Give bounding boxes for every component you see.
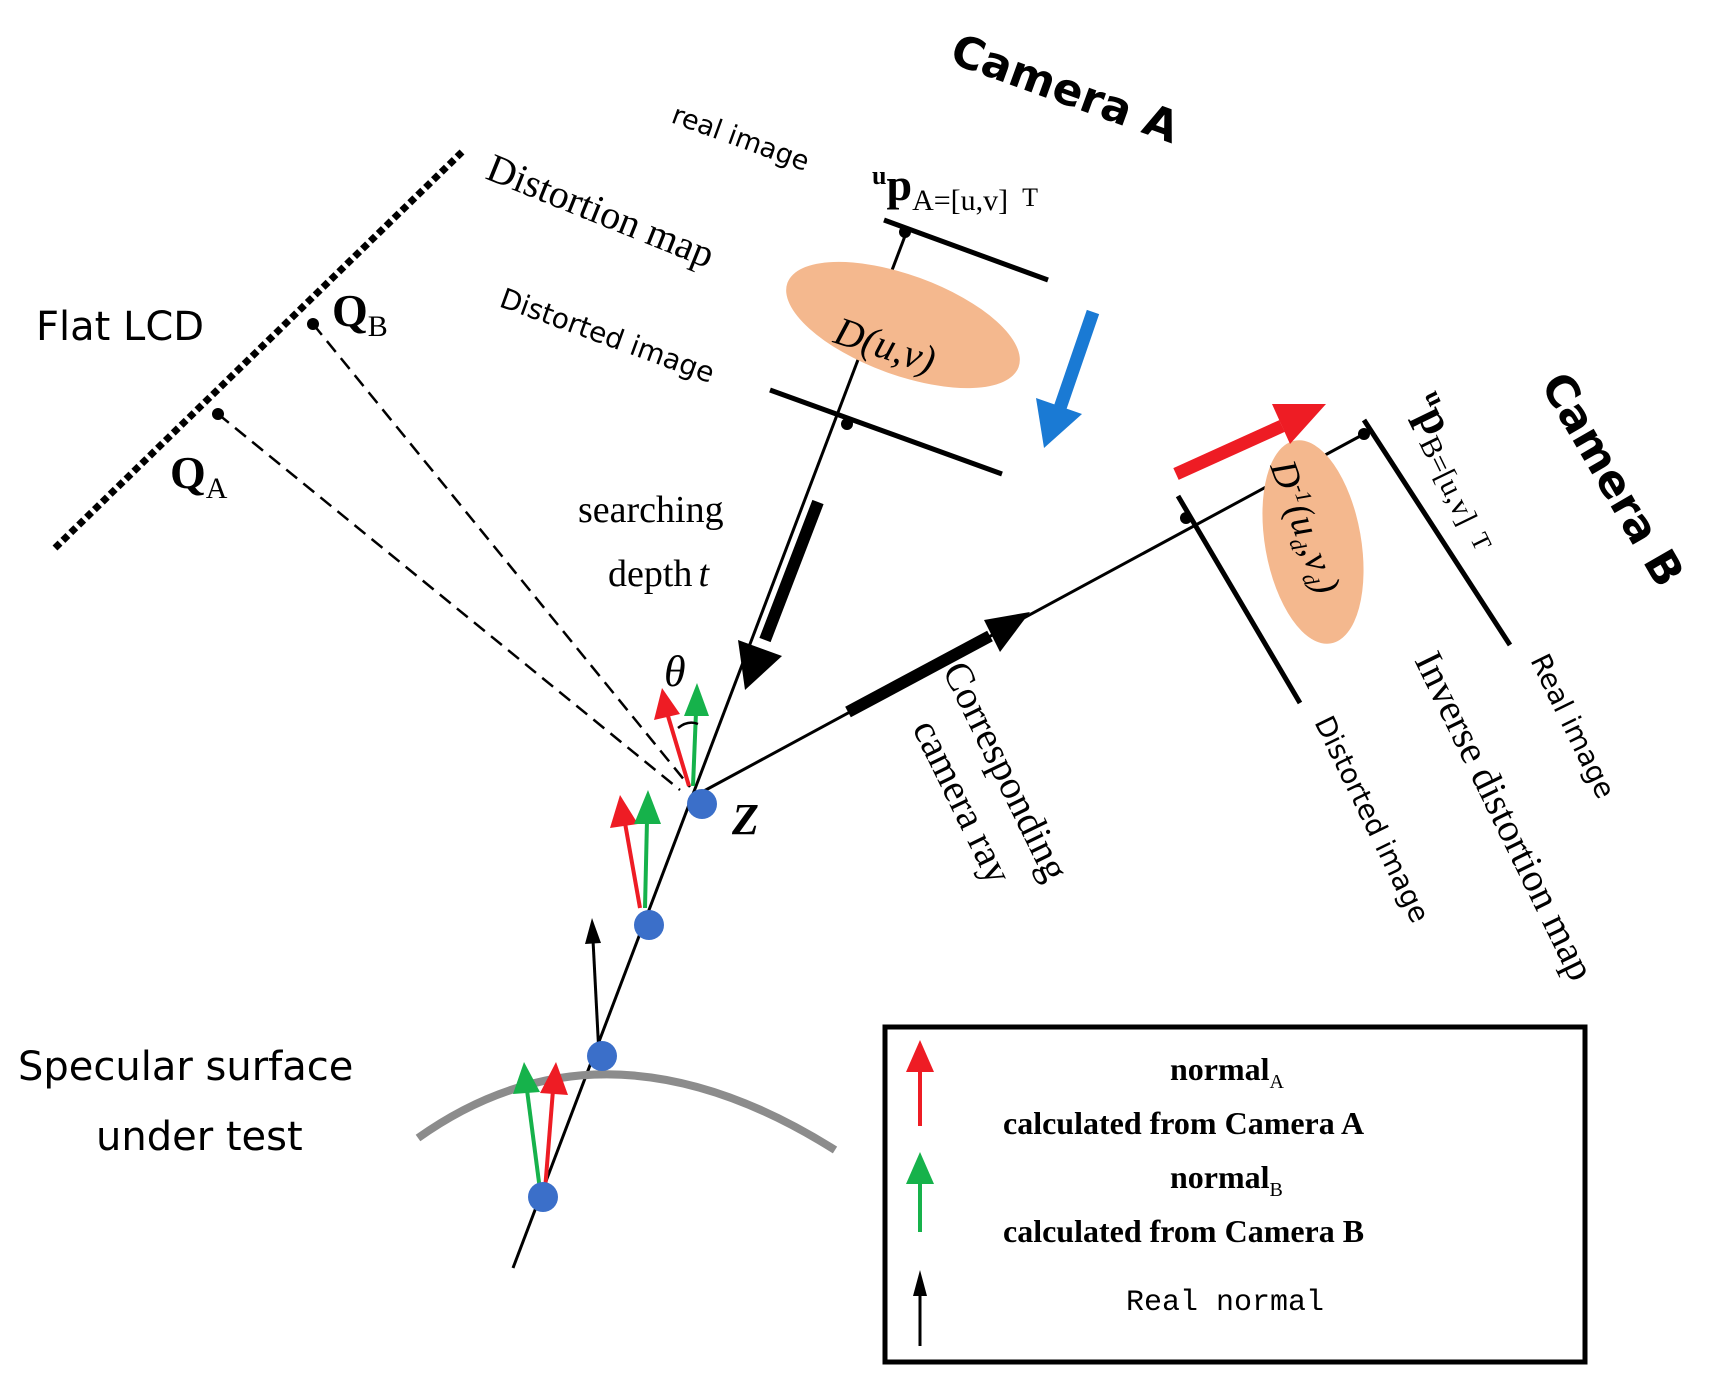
point-surface bbox=[587, 1041, 617, 1071]
theta-arc bbox=[677, 721, 699, 729]
specular-label-1: Specular surface bbox=[18, 1044, 353, 1090]
searching-label-1: searching bbox=[578, 489, 724, 531]
red-direction-arrowhead bbox=[1272, 404, 1326, 444]
camera-b-real-point bbox=[1358, 428, 1370, 440]
point-2 bbox=[634, 910, 664, 940]
normal-b-arrowhead-bottom bbox=[513, 1062, 540, 1094]
searching-depth-arrowhead bbox=[738, 640, 782, 690]
legend-real-normal-label: Real normal bbox=[1126, 1286, 1324, 1320]
legend-normal-b-label: normalB bbox=[1170, 1159, 1283, 1201]
corresponding-ray-arrowhead bbox=[984, 612, 1030, 652]
real-normal-arrowhead bbox=[585, 918, 601, 944]
normal-b-arrowhead-2 bbox=[634, 790, 661, 824]
camera-a-label: Camera A bbox=[944, 24, 1186, 153]
corresponding-ray-thick bbox=[845, 630, 993, 718]
point-z bbox=[687, 789, 717, 819]
normal-a-arrow-bottom bbox=[543, 1089, 555, 1191]
normal-b-arrowhead-top bbox=[684, 683, 709, 716]
legend-box bbox=[882, 1024, 1588, 1365]
legend-normal-a-arrowhead bbox=[906, 1040, 934, 1072]
z-label: Z bbox=[731, 795, 759, 844]
normal-a-arrow-top bbox=[666, 715, 691, 787]
specular-surface-arc bbox=[415, 1070, 838, 1154]
red-direction-arrow bbox=[1173, 420, 1285, 480]
camera-a-distorted-image-plane bbox=[769, 387, 1003, 477]
searching-depth-arrow bbox=[759, 499, 824, 643]
pa-label: upA=[u,v]T bbox=[872, 159, 1038, 217]
flat-lcd-line bbox=[52, 149, 465, 551]
pb-label: upB=[u,v]T bbox=[1395, 384, 1519, 557]
normal-a-arrow-2 bbox=[623, 822, 642, 909]
theta-label: θ bbox=[664, 647, 686, 696]
camera-a-real-image-plane bbox=[883, 217, 1049, 283]
legend-normal-a-label: normalA bbox=[1170, 1051, 1285, 1093]
normal-b-arrow-bottom bbox=[525, 1089, 542, 1191]
camera-a-distorted-point bbox=[841, 418, 853, 430]
distortion-map-lens bbox=[786, 261, 1020, 389]
qa-label: QA bbox=[170, 447, 228, 505]
distortion-map-label: Distortion map bbox=[481, 145, 721, 277]
real-image-b-label: Real image bbox=[1524, 649, 1622, 804]
point-qa bbox=[212, 408, 224, 420]
legend-calc-b-label: calculated from Camera B bbox=[1003, 1213, 1364, 1249]
legend-real-normal-arrowhead bbox=[913, 1270, 927, 1296]
camera-b-real-image-plane bbox=[1361, 418, 1513, 647]
flat-lcd-label: Flat LCD bbox=[36, 304, 204, 350]
distorted-image-a-label: Distorted image bbox=[496, 282, 719, 390]
point-bottom bbox=[528, 1182, 558, 1212]
point-qb bbox=[307, 318, 319, 330]
legend-normal-b-arrowhead bbox=[906, 1152, 934, 1184]
camera-a-real-point bbox=[899, 226, 911, 238]
normal-a-arrowhead-top bbox=[654, 688, 680, 720]
qb-label: QB bbox=[332, 285, 388, 343]
real-normal-arrow bbox=[591, 939, 601, 1056]
distorted-image-b-label: Distorted image bbox=[1308, 711, 1437, 928]
camera-b-distorted-point bbox=[1180, 512, 1192, 524]
blue-direction-arrow bbox=[1053, 309, 1100, 411]
ray-qa-dashed bbox=[217, 413, 681, 791]
blue-direction-arrowhead bbox=[1036, 398, 1082, 448]
camera-b-distorted-image-plane bbox=[1175, 494, 1303, 705]
specular-label-2: under test bbox=[96, 1114, 303, 1160]
normal-a-arrowhead-2 bbox=[610, 795, 638, 828]
inverse-distortion-map-lens bbox=[1262, 440, 1364, 644]
ray-qb-dashed bbox=[312, 323, 691, 788]
real-image-a-label: real image bbox=[668, 99, 814, 177]
camera-a-ray bbox=[511, 235, 907, 1269]
normal-a-arrowhead-bottom bbox=[540, 1062, 568, 1095]
camera-b-label: Camera B bbox=[1530, 364, 1693, 596]
camera-b-ray bbox=[701, 432, 1365, 794]
legend-calc-a-label: calculated from Camera A bbox=[1003, 1105, 1364, 1141]
normal-b-arrow-2 bbox=[643, 819, 649, 909]
